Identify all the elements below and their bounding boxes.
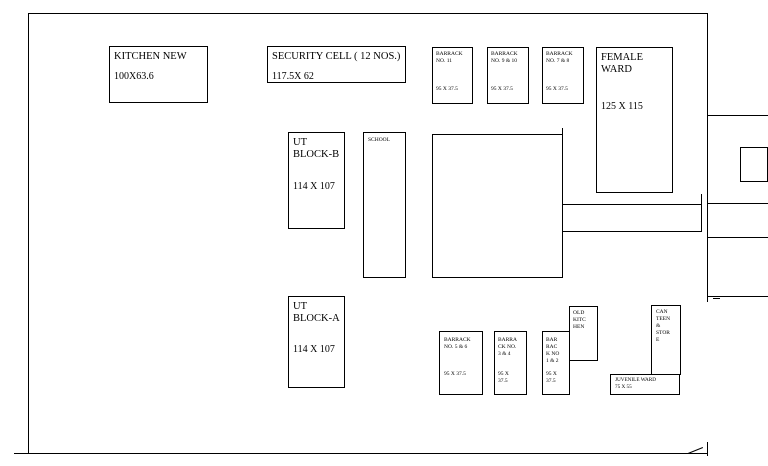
kitchen-new-size: 100X63.6	[114, 71, 154, 82]
gate-top-line	[707, 115, 768, 116]
ut-block-a-label: UT BLOCK-A	[293, 301, 340, 324]
boundary-top-line	[28, 13, 708, 14]
security-cell-label: SECURITY CELL ( 12 NOS.)	[272, 51, 401, 62]
barrack-5-6-label: BARRACK NO. 5 & 6	[444, 337, 471, 350]
barrack-7-8-size: 95 X 37.5	[546, 86, 568, 92]
gate-bottom-line	[707, 296, 768, 297]
courtyard-right-extension	[562, 128, 563, 278]
female-ward-block	[596, 47, 673, 193]
ut-block-b-label: UT BLOCK-B	[293, 137, 340, 160]
barrack-1-2-label: BAR RAC K NO 1 & 2	[546, 337, 560, 364]
passage-bottom-line	[562, 231, 702, 232]
gate-small-box	[740, 147, 768, 182]
passage-end-line	[701, 194, 702, 232]
barrack-9-10-block	[487, 47, 529, 104]
barrack-9-10-size: 95 X 37.5	[491, 86, 513, 92]
barrack-9-10-label: BARRACK NO. 9 & 10	[491, 51, 518, 64]
barrack-5-6-size: 95 X 37.5	[444, 371, 466, 377]
gate-vertical-line	[707, 115, 708, 296]
ut-block-b	[288, 132, 345, 229]
juvenile-ward-size: 75 X 55	[615, 384, 632, 390]
barrack-7-8-block	[542, 47, 584, 104]
canteen-store-block	[651, 305, 681, 375]
barrack-3-4-size: 95 X 37.5	[498, 371, 509, 384]
juvenile-ward-label: JUVENILE WARD	[615, 377, 656, 383]
barrack-1-2-size: 95 X 37.5	[546, 371, 557, 384]
old-kitchen-label: OLD KITC HEN	[573, 310, 586, 330]
barrack-1-2-block	[542, 331, 570, 395]
ut-block-a	[288, 296, 345, 388]
canteen-store-label: CAN TEEN & STOR E	[656, 309, 671, 343]
boundary-right-dash	[713, 298, 720, 299]
school-block	[363, 132, 406, 278]
gate-mid-line-2	[707, 237, 768, 238]
old-kitchen-block	[569, 306, 598, 361]
juvenile-ward-block	[610, 374, 680, 395]
barrack-3-4-label: BARRA CK NO. 3 & 4	[498, 337, 517, 357]
central-courtyard	[432, 134, 563, 278]
barrack-7-8-label: BARRACK NO. 7 & 8	[546, 51, 573, 64]
passage-top-line	[562, 204, 702, 205]
barrack-5-6-block	[439, 331, 483, 395]
ut-block-b-size: 114 X 107	[293, 181, 335, 192]
female-ward-size: 125 X 115	[601, 101, 643, 112]
boundary-bottom-line	[14, 453, 708, 454]
female-ward-label: FEMALE WARD	[601, 52, 643, 75]
barrack-11-label: BARRACK NO. 11	[436, 51, 463, 64]
security-cell-size: 117.5X 62	[272, 71, 314, 82]
barrack-11-size: 95 X 37.5	[436, 86, 458, 92]
kitchen-new-block	[109, 46, 208, 103]
kitchen-new-label: KITCHEN NEW	[114, 51, 187, 62]
boundary-bottom-right-tick	[707, 442, 708, 456]
security-cell-block	[267, 46, 406, 83]
gate-mid-line	[707, 203, 768, 204]
barrack-3-4-block	[494, 331, 527, 395]
boundary-left-line	[28, 13, 29, 454]
barrack-11-block	[432, 47, 473, 104]
boundary-right-line-upper	[707, 13, 708, 199]
school-label: SCHOOL	[368, 137, 391, 143]
ut-block-a-size: 114 X 107	[293, 344, 335, 355]
